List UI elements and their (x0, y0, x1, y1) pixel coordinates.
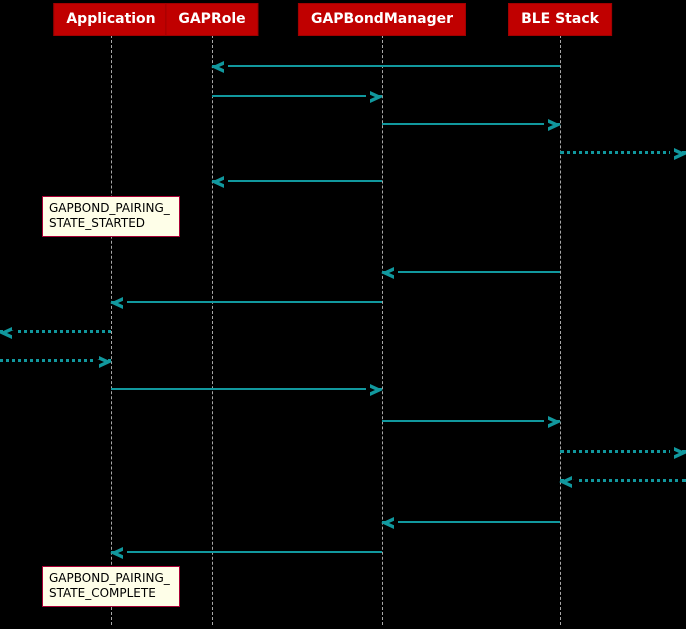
arrowhead-left-icon (559, 476, 576, 488)
message-6-blestack-to-gapbondmanager (381, 267, 560, 279)
arrowhead-right-icon (544, 119, 561, 131)
arrowhead-left-icon (110, 547, 127, 559)
message-1-blestack-to-gaprole (211, 61, 560, 73)
message-3-gapbondmanager-to-blestack (382, 119, 561, 131)
arrowhead-left-icon (381, 267, 398, 279)
participant-blestack: BLE Stack (508, 3, 612, 36)
message-8-application-to-external-left (0, 327, 111, 339)
message-10-application-to-gapbondmanager (111, 384, 383, 396)
participant-label: GAPBondManager (310, 11, 454, 27)
message-11-gapbondmanager-to-blestack (382, 416, 561, 428)
message-15-gapbondmanager-to-application (110, 547, 382, 559)
message-4-blestack-to-external-right (560, 148, 686, 160)
participant-label: BLE Stack (521, 11, 599, 27)
message-14-blestack-to-gapbondmanager (381, 517, 560, 529)
note-pairing-started: GAPBOND_PAIRING_STATE_STARTED (42, 196, 180, 237)
participant-label: GAPRole (178, 11, 246, 27)
message-9-external-left-to-application (0, 356, 112, 368)
arrowhead-right-icon (95, 356, 112, 368)
arrowhead-left-icon (381, 517, 398, 529)
arrowhead-left-icon (211, 61, 228, 73)
participant-label: Application (66, 11, 156, 27)
participant-gapbondmanager: GAPBondManager (297, 3, 467, 36)
arrowhead-left-icon (0, 327, 16, 339)
message-2-gaprole-to-gapbondmanager (212, 91, 383, 103)
lifeline-application (111, 35, 112, 625)
arrowhead-right-icon (670, 447, 686, 459)
note-pairing-complete: GAPBOND_PAIRING_STATE_COMPLETE (42, 566, 180, 607)
arrowhead-left-icon (211, 176, 228, 188)
note-text-line: GAPBOND_PAIRING_ (49, 201, 170, 215)
note-text-line: STATE_COMPLETE (49, 586, 156, 600)
lifeline-gaprole (212, 35, 213, 625)
participant-gaprole: GAPRole (165, 3, 259, 36)
note-text-line: STATE_STARTED (49, 216, 146, 230)
arrowhead-right-icon (366, 91, 383, 103)
arrowhead-right-icon (366, 384, 383, 396)
lifeline-blestack (560, 35, 561, 625)
participant-application: Application (53, 3, 169, 36)
message-7-gapbondmanager-to-application (110, 297, 382, 309)
arrowhead-right-icon (544, 416, 561, 428)
lifeline-gapbondmanager (382, 35, 383, 625)
message-13-external-right-to-blestack (559, 476, 686, 488)
message-5-gapbondmanager-to-gaprole (211, 176, 382, 188)
arrowhead-left-icon (110, 297, 127, 309)
arrowhead-right-icon (670, 148, 686, 160)
note-text-line: GAPBOND_PAIRING_ (49, 571, 170, 585)
message-12-blestack-to-external-right (560, 447, 686, 459)
